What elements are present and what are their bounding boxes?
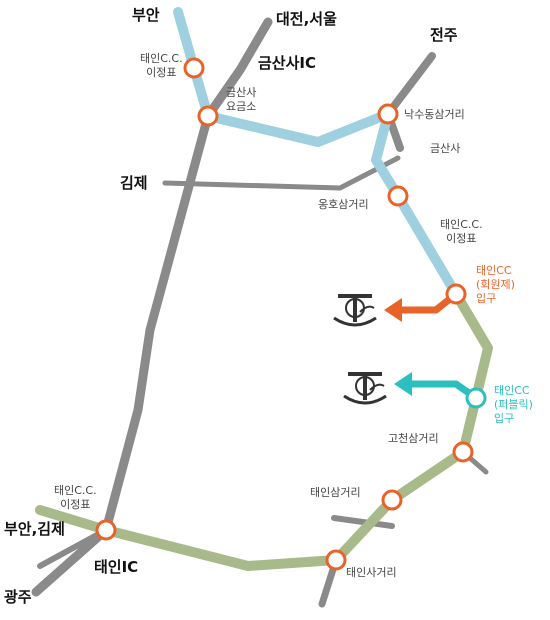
label-entrance-public: 태인CC(퍼블릭)입구 xyxy=(494,384,533,425)
arrow-member-head xyxy=(384,298,402,322)
ic-label-taein: 태인IC xyxy=(94,558,139,576)
green-route-buan xyxy=(35,505,111,535)
golf-club-logo-icon xyxy=(343,372,387,405)
label-taein-cc-sign-bottom: 태인C.C.이정표 xyxy=(54,484,97,511)
label-taeinsam: 태인삼거리 xyxy=(310,486,361,499)
golf-club-logo-icon xyxy=(333,294,377,327)
label-entrance-member: 태인CC(회원제)입구 xyxy=(476,264,515,305)
marker-taein-ic xyxy=(95,519,117,541)
label-naksudong: 낙수동삼거리 xyxy=(404,108,465,121)
label-taein-cc-sign-mid: 태인C.C.이정표 xyxy=(440,218,483,245)
label-onghosam: 옹호삼거리 xyxy=(318,198,369,211)
marker-entrance-member xyxy=(445,283,467,305)
green-route xyxy=(35,289,493,571)
label-gocheon: 고천삼거리 xyxy=(388,432,439,445)
blue-route xyxy=(173,7,461,299)
marker-taeinsam xyxy=(381,489,403,511)
marker-onghosam xyxy=(387,185,409,207)
marker-naksudong xyxy=(377,103,399,125)
ic-label-geumsansa: 금산사IC xyxy=(258,54,316,72)
road-taeinsam-cross xyxy=(331,515,395,529)
green-route-main xyxy=(101,289,493,571)
label-geumsansa: 금산사 xyxy=(430,142,461,155)
city-label-buan-gimje: 부안,김제 xyxy=(4,520,65,538)
label-taein-cc-sign-top: 태인C.C.이정표 xyxy=(140,52,183,79)
city-label-buan-top: 부안 xyxy=(132,6,160,24)
markers xyxy=(95,57,487,571)
marker-geumsansa-tollgate xyxy=(197,105,219,127)
label-taeinsa: 태인사거리 xyxy=(346,566,397,579)
marker-entrance-public xyxy=(465,387,487,409)
marker-gocheon xyxy=(452,441,474,463)
arrow-public-head xyxy=(394,372,412,396)
city-label-jeonju: 전주 xyxy=(430,26,458,44)
marker-taeinsa xyxy=(325,549,347,571)
blue-route-main xyxy=(203,109,461,299)
city-label-gwangju: 광주 xyxy=(4,588,32,606)
road-buan-gimje-stub xyxy=(37,527,109,569)
marker-taein-cc-sign-top xyxy=(183,57,205,79)
city-label-daejeon-seoul: 대전,서울 xyxy=(276,10,337,28)
road-jeonju xyxy=(384,52,436,152)
city-label-gimje: 김제 xyxy=(120,174,148,192)
